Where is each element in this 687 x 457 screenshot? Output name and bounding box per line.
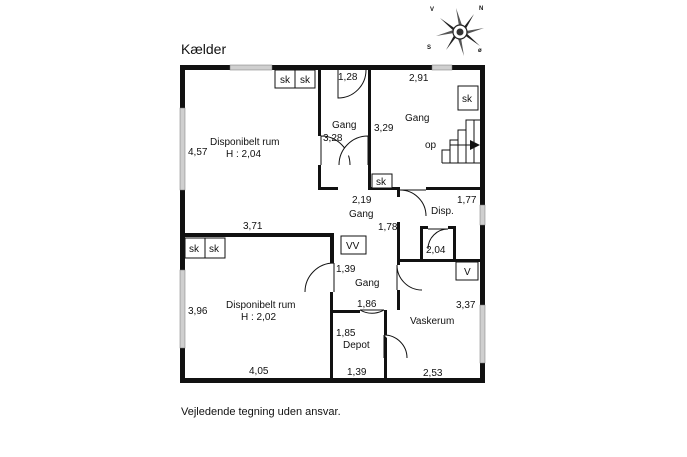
room-disp3-width: 2,04 xyxy=(426,245,446,256)
room-gang2-name: Gang xyxy=(405,113,429,124)
fixture-sk-1: sk xyxy=(280,75,291,86)
compass-s-label: S xyxy=(427,45,431,51)
fixture-sk-5: sk xyxy=(189,244,200,255)
fixture-vv: VV xyxy=(346,241,360,252)
room-gang4-name: Gang xyxy=(355,278,379,289)
compass-rose-icon xyxy=(436,8,484,56)
room-vask-name: Vaskerum xyxy=(410,316,454,327)
room-disp3-name: Disp. xyxy=(431,206,454,217)
staircase xyxy=(441,119,480,164)
room-gang3-name: Gang xyxy=(349,209,373,220)
room-disp1-height: H : 2,04 xyxy=(226,149,261,160)
room-depot-depth: 1,85 xyxy=(336,328,356,339)
room-disp2-height: H : 2,02 xyxy=(241,312,276,323)
room-disp2-width: 4,05 xyxy=(249,366,269,377)
compass-v-label: V xyxy=(430,7,434,13)
stair-label: op xyxy=(425,140,437,151)
room-depot-name: Depot xyxy=(343,340,370,351)
compass-o-label: ø xyxy=(478,48,482,54)
interior-walls xyxy=(185,70,480,380)
windows xyxy=(179,64,486,364)
room-gang2-dim: 3,29 xyxy=(374,123,394,134)
room-disp2-depth: 3,96 xyxy=(188,306,208,317)
compass-n-label: N xyxy=(479,6,483,12)
stair-arrow-icon xyxy=(470,140,480,150)
room-disp1-depth: 4,57 xyxy=(188,147,208,158)
room-gang1-top: 1,28 xyxy=(338,72,358,83)
doors xyxy=(304,69,449,359)
room-depot-width: 1,39 xyxy=(347,367,367,378)
room-disp1-width: 3,71 xyxy=(243,221,263,232)
room-disp2-name: Disponibelt rum xyxy=(226,300,295,311)
fixture-sk-4: sk xyxy=(376,177,387,188)
room-vask-width: 2,53 xyxy=(423,368,443,379)
page-title: Kælder xyxy=(181,41,226,57)
room-gang3-width: 2,19 xyxy=(352,195,372,206)
room-vask-depth: 3,37 xyxy=(456,300,476,311)
disclaimer-text: Vejledende tegning uden ansvar. xyxy=(181,406,341,418)
room-gang3-depth: 1,78 xyxy=(378,222,398,233)
fixture-sk-2: sk xyxy=(300,75,311,86)
room-gang2-top: 2,91 xyxy=(409,73,429,84)
fixture-sk-3: sk xyxy=(462,94,473,105)
room-gang1-name: Gang xyxy=(332,120,356,131)
fixture-v: V xyxy=(464,267,471,278)
fixture-sk-6: sk xyxy=(209,244,220,255)
room-gang4-bottom: 1,86 xyxy=(357,299,377,310)
room-disp3-depth: 1,77 xyxy=(457,195,477,206)
fixtures xyxy=(184,69,479,281)
room-disp1-name: Disponibelt rum xyxy=(210,137,279,148)
room-gang4-width: 1,39 xyxy=(336,264,356,275)
room-gang1-dim: 3,28 xyxy=(323,133,343,144)
